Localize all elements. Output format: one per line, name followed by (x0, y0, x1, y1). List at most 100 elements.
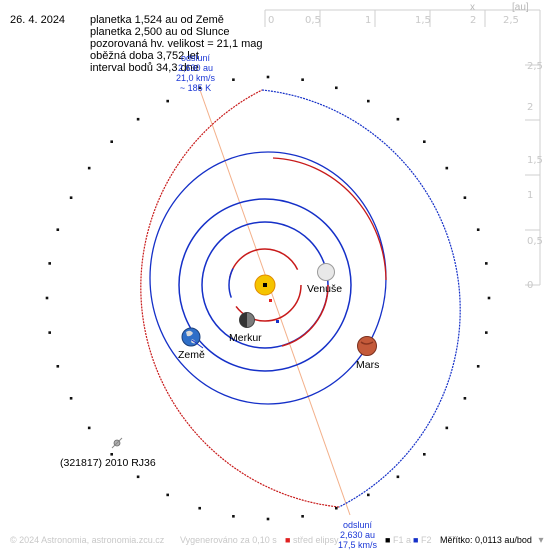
aphelion-bottom-dist: 2,630 au (339, 530, 376, 540)
info-line-3: pozorovaná hv. velikost = 21,1 mag (90, 38, 263, 50)
interval-point (396, 475, 400, 479)
interval-point (232, 78, 235, 81)
x-axis: 0 0,5 1 1,5 2 2,5 (264, 9, 541, 27)
mercury-orbit (228, 248, 302, 322)
interval-point (136, 117, 140, 121)
mars-label: Mars (356, 359, 379, 371)
earth-asteroid-pointer (191, 339, 204, 349)
interval-point (423, 453, 426, 456)
earth-label: Země (178, 349, 205, 361)
interval-point (198, 86, 201, 90)
venus-label: Venuše (307, 283, 342, 295)
interval-point (198, 506, 201, 510)
asteroid-orbit-south (140, 89, 340, 508)
sun-icon (254, 274, 276, 296)
interval-point (110, 140, 113, 143)
info-line-4: oběžná doba 3,752 let (90, 50, 199, 62)
interval-point (301, 78, 304, 81)
interval-point (166, 99, 169, 103)
interval-point (445, 166, 449, 170)
scroll-down-icon[interactable]: ▾ (538, 535, 544, 546)
scale-text: Měřítko: 0,0113 au/bod (440, 535, 532, 545)
asteroid-interval-points (45, 75, 491, 521)
aphelion-top-label: odsluní 2,630 au 21,0 km/s ~ 185 K (168, 53, 223, 93)
aphelion-top-speed: 21,0 km/s (175, 73, 215, 83)
interval-point (48, 262, 51, 265)
mars-icon (357, 336, 377, 356)
x-tick-4: 2 (470, 15, 476, 26)
x-tick-1: 0,5 (305, 15, 321, 26)
earth-icon (181, 327, 201, 347)
legend-f2-text: F2 (420, 535, 432, 545)
focus-f2-mark (276, 320, 279, 323)
interval-point (396, 117, 400, 121)
interval-point (266, 75, 270, 79)
interval-point (487, 296, 491, 300)
asteroid-orbit-north (261, 89, 461, 508)
interval-point (56, 365, 60, 368)
interval-point (485, 331, 488, 334)
date-label: 26. 4. 2024 (10, 14, 66, 26)
scale-unit: [au] (512, 2, 529, 13)
y-tick-5: 0 (527, 280, 533, 291)
interval-point (166, 493, 169, 497)
venus-orbit-near (281, 284, 329, 347)
legend-center: ■ střed elipsy (285, 535, 338, 545)
interval-point (335, 506, 338, 510)
mercury-icon (239, 312, 255, 328)
mercury-label: Merkur (229, 332, 262, 344)
interval-point (69, 196, 73, 199)
aphelion-bottom-label: odsluní 2,630 au 17,5 km/s (330, 520, 385, 550)
earth-orbit (178, 198, 352, 372)
interval-point (45, 296, 49, 300)
ellipse-center-mark (269, 299, 272, 302)
mercury-orbit-near (228, 248, 302, 322)
interval-point (476, 365, 480, 368)
legend-f1: ■ F1 a (385, 535, 411, 545)
y-tick-4: 0,5 (527, 236, 543, 247)
interval-point (87, 166, 91, 170)
interval-point (69, 397, 73, 400)
interval-point (232, 515, 235, 518)
aphelion-top-temp: ~ 185 K (179, 83, 212, 93)
legend-f2: ■ F2 (413, 535, 431, 545)
aphelion-bottom-title: odsluní (342, 520, 373, 530)
interval-point (110, 453, 113, 456)
x-tick-5: 2,5 (503, 15, 519, 26)
legend-center-marker: ■ (285, 535, 291, 545)
interval-point (367, 493, 370, 497)
interval-point (476, 228, 480, 231)
interval-point (485, 262, 488, 265)
venus-icon (317, 263, 335, 281)
y-axis: 2,5 2 1,5 1 0,5 0 (525, 10, 543, 291)
interval-point (266, 517, 270, 521)
x-tick-3: 1,5 (415, 15, 431, 26)
interval-point (136, 475, 140, 479)
interval-point (463, 397, 467, 400)
aphelion-bottom-speed: 17,5 km/s (337, 540, 377, 550)
interval-point (423, 140, 426, 143)
interval-point (56, 228, 60, 231)
info-line-5: interval bodů 34,3 dne (90, 62, 199, 74)
interval-point (445, 426, 449, 430)
generated-time: Vygenerováno za 0,10 s (180, 535, 277, 545)
interval-point (48, 331, 51, 334)
close-icon[interactable]: x (470, 2, 475, 13)
x-tick-0: 0 (268, 15, 274, 26)
aphelion-top-title: odsluní (180, 53, 211, 63)
y-tick-3: 1 (527, 190, 533, 201)
mars-orbit-near (272, 157, 387, 281)
aphelion-top-dist: 2,630 au (177, 63, 214, 73)
info-line-2: planetka 2,500 au od Slunce (90, 26, 230, 38)
y-tick-2: 1,5 (527, 155, 543, 166)
info-line-1: planetka 1,524 au od Země (90, 14, 224, 26)
apsides-line (199, 89, 351, 516)
y-tick-1: 2 (527, 102, 533, 113)
interval-point (463, 196, 467, 199)
legend-f1-text: F1 a (392, 535, 411, 545)
x-tick-2: 1 (365, 15, 371, 26)
interval-point (367, 99, 370, 103)
legend-f2-marker: ■ (413, 535, 419, 545)
